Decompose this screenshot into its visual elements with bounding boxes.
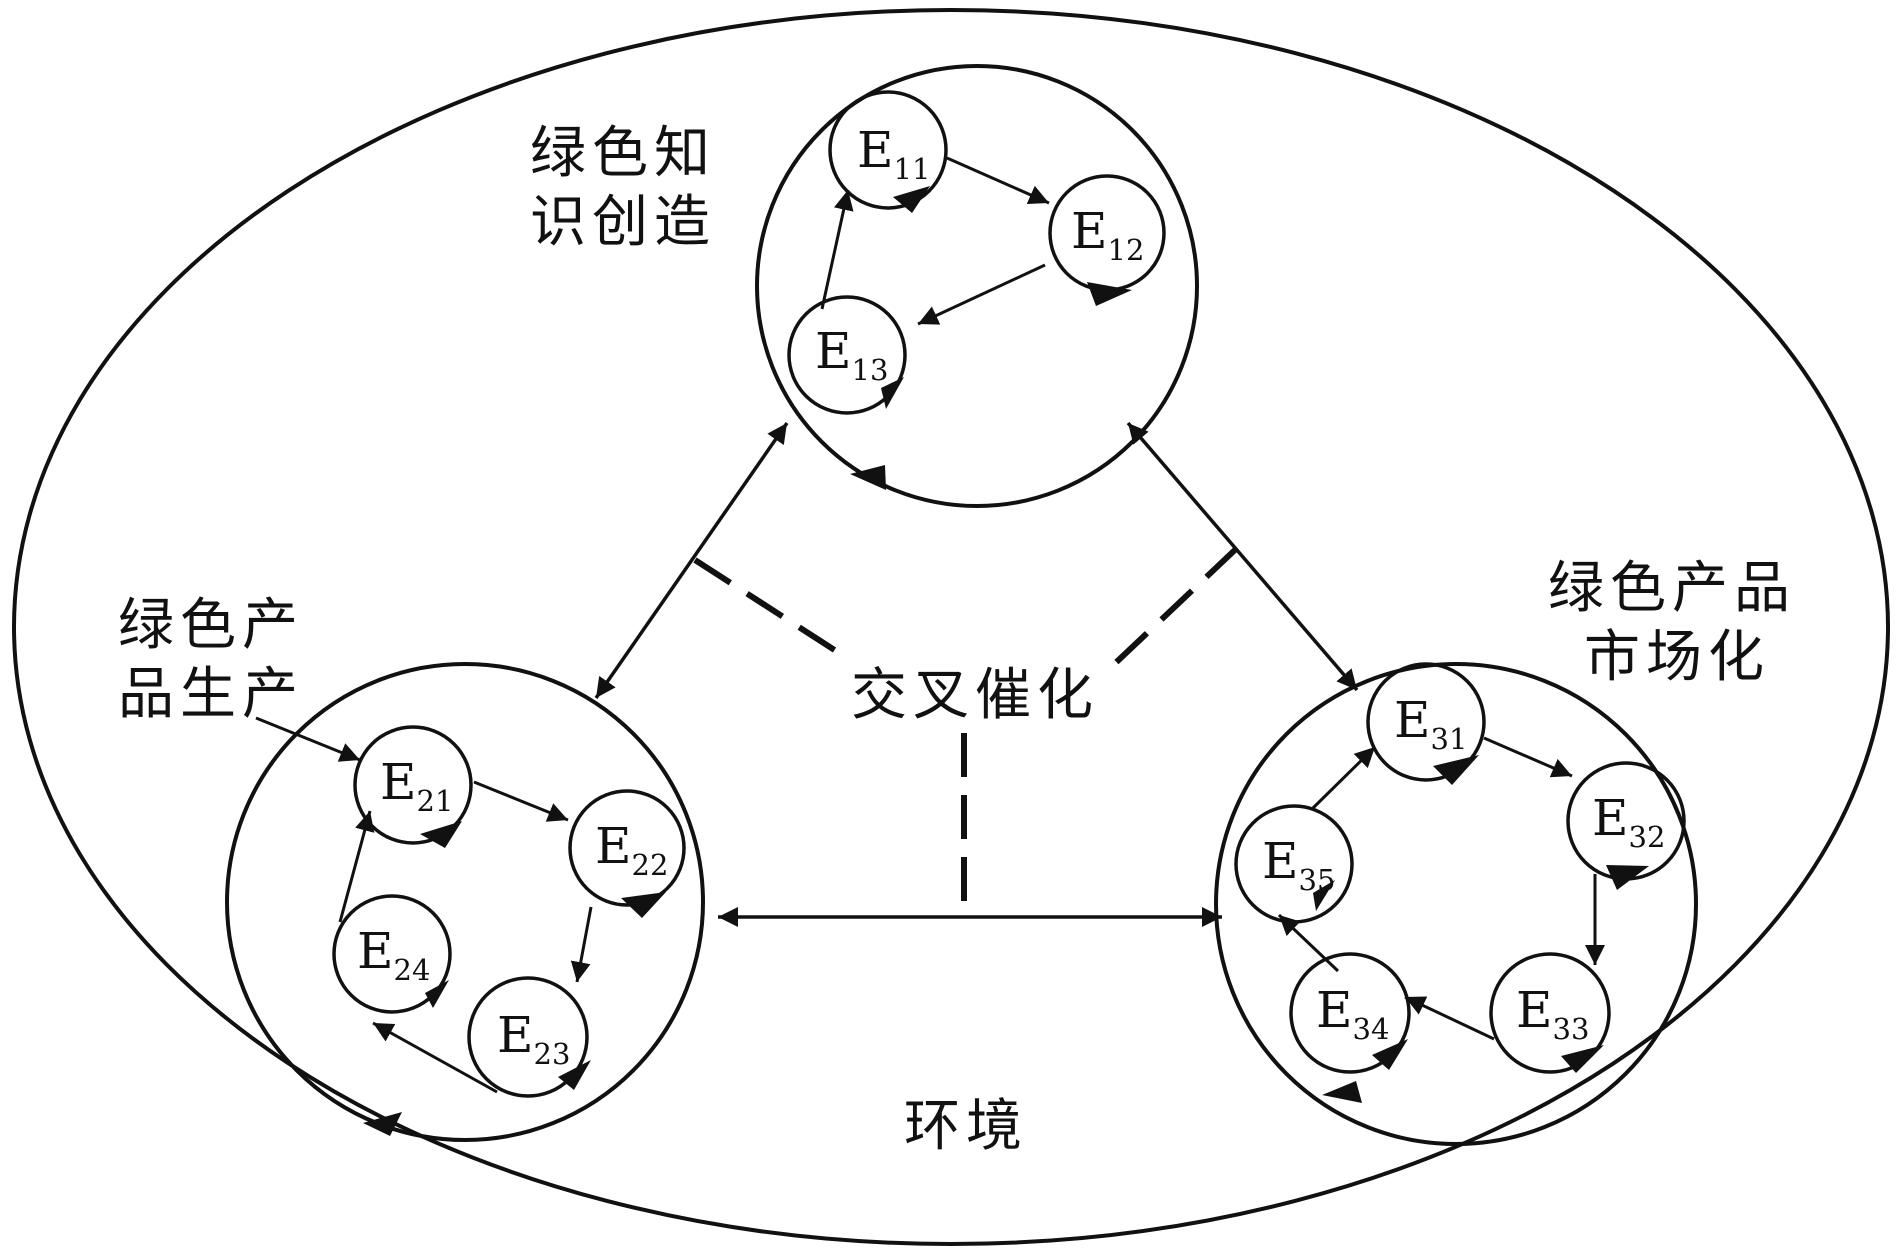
edge-e12-e13: [917, 263, 1046, 326]
svg-text:E31: E31: [1394, 691, 1467, 756]
edge-e33-e34: [1404, 995, 1495, 1041]
node-e22: E22: [568, 789, 686, 918]
node-e11-letter: E: [857, 121, 894, 179]
svg-text:E35: E35: [1262, 832, 1335, 897]
catalysis-dash-left: [693, 557, 852, 663]
knowledge-label-line2: 识创造: [530, 190, 716, 255]
svg-text:E11: E11: [857, 121, 930, 186]
environment-cycle-arrowhead: [363, 1112, 402, 1136]
node-e34-letter: E: [1316, 981, 1353, 1039]
edge-e31-e32: [1483, 736, 1573, 778]
svg-text:E33: E33: [1516, 981, 1589, 1046]
node-e31: E31: [1366, 662, 1486, 785]
market-label-line1: 绿色产品: [1548, 556, 1796, 621]
node-e32-sub: 32: [1629, 820, 1666, 854]
node-e35-letter: E: [1262, 832, 1299, 890]
node-e32: E32: [1566, 761, 1686, 890]
node-e21-sub: 21: [417, 784, 454, 818]
environment-ellipse: [12, 8, 1890, 1246]
node-e34: E34: [1289, 952, 1411, 1074]
svg-text:E13: E13: [815, 322, 888, 387]
environment-label: 环境: [904, 1094, 1028, 1159]
market-subsystem-circle: [1214, 662, 1698, 1146]
edge-e22-e23: [570, 906, 593, 983]
production-label-line1: 绿色产: [118, 593, 304, 658]
node-e34-sub: 34: [1353, 1012, 1390, 1046]
knowledge-cycle-arrowhead: [850, 465, 886, 490]
node-e24-sub: 24: [394, 953, 431, 987]
edge-e35-e31: [1311, 745, 1377, 810]
node-e12-letter: E: [1071, 202, 1108, 260]
link-knowledge-market: [1126, 421, 1359, 692]
node-e23-letter: E: [497, 1006, 534, 1064]
market-cycle-arrowhead: [1322, 1081, 1362, 1103]
edge-e11-e12: [946, 156, 1050, 205]
node-e22-letter: E: [595, 817, 632, 875]
edge-e24-e21: [338, 810, 375, 923]
node-e35: E35: [1234, 804, 1354, 924]
edge-e23-e24: [372, 1021, 498, 1094]
production-subsystem-circle: [225, 662, 705, 1142]
node-e23-sub: 23: [534, 1037, 571, 1071]
svg-text:E24: E24: [357, 922, 430, 987]
svg-text:E21: E21: [380, 753, 453, 818]
edge-e34-e35: [1277, 913, 1340, 973]
link-knowledge-production: [594, 422, 789, 699]
node-e33-sub: 33: [1553, 1012, 1590, 1046]
node-e11: E11: [828, 90, 948, 213]
node-e12-sub: 12: [1108, 233, 1145, 267]
node-e21-letter: E: [380, 753, 417, 811]
edge-e21-e22: [473, 780, 569, 822]
knowledge-label-line1: 绿色知: [530, 121, 716, 186]
node-e23: E23: [467, 976, 591, 1098]
node-e13-letter: E: [815, 322, 852, 380]
node-e24-letter: E: [357, 922, 394, 980]
knowledge-subsystem-circle: [755, 64, 1199, 508]
node-e12: E12: [1048, 174, 1166, 306]
node-e31-sub: 31: [1431, 722, 1468, 756]
node-e24: E24: [332, 894, 452, 1014]
node-e21: E21: [353, 725, 473, 848]
node-e11-sub: 11: [894, 152, 931, 186]
production-label-line2: 品生产: [118, 662, 304, 727]
svg-text:E12: E12: [1071, 202, 1144, 267]
node-e13: E13: [787, 295, 907, 415]
svg-text:E23: E23: [497, 1006, 570, 1071]
svg-text:E34: E34: [1316, 981, 1389, 1046]
node-e33: E33: [1489, 952, 1611, 1074]
node-e32-letter: E: [1592, 789, 1629, 847]
cross-catalysis-label: 交叉催化: [851, 663, 1099, 728]
node-e22-sub: 22: [632, 848, 669, 882]
svg-text:E22: E22: [595, 817, 668, 882]
market-label-line2: 市场化: [1584, 625, 1770, 690]
node-e13-sub: 13: [852, 353, 889, 387]
node-e31-letter: E: [1394, 691, 1431, 749]
svg-text:E32: E32: [1592, 789, 1665, 854]
node-e33-letter: E: [1516, 981, 1553, 1039]
node-e35-sub: 35: [1299, 863, 1336, 897]
edge-entry-e21: [255, 716, 361, 762]
catalysis-dash-right: [1103, 545, 1240, 675]
edge-e13-e11: [820, 189, 854, 310]
